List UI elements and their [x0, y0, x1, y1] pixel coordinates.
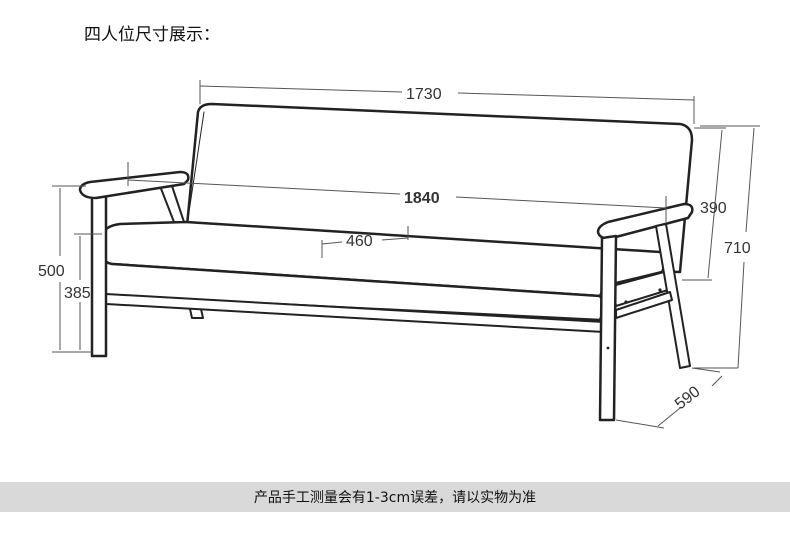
dim-label-arm-height: 500 [38, 263, 65, 280]
left-front-leg [90, 194, 108, 358]
right-leg-bolt [606, 346, 610, 350]
right-arm-rear-post [655, 223, 691, 369]
right-panel-bolt [658, 288, 662, 292]
dim-label-total-height: 710 [724, 240, 751, 257]
page-title: 四人位尺寸展示： [84, 25, 220, 45]
dim-label-seat-height: 385 [64, 285, 91, 302]
sofa-illustration [78, 102, 694, 422]
dim-label-total-length: 1840 [404, 190, 440, 207]
dim-label-back-height: 390 [700, 200, 727, 217]
right-panel-bolt [624, 300, 628, 304]
sofa-dimension-drawing: 1730 1840 460 390 710 500 385 590 [38, 80, 760, 429]
back-cushion-edge [185, 111, 205, 233]
dim-label-seat-depth: 460 [346, 233, 373, 250]
left-armrest [78, 170, 190, 200]
measurement-note-banner: 产品手工测量会有1-3cm误差，请以实物为准 [0, 482, 790, 512]
right-side-rail [615, 291, 673, 319]
measurement-note: 产品手工测量会有1-3cm误差，请以实物为准 [253, 490, 537, 506]
left-arm-rear-post [159, 185, 185, 223]
dim-label-back-width: 1730 [406, 86, 442, 103]
dim-label-total-depth: 590 [672, 383, 704, 413]
right-front-leg [598, 234, 618, 422]
dimension-lines [52, 80, 760, 429]
